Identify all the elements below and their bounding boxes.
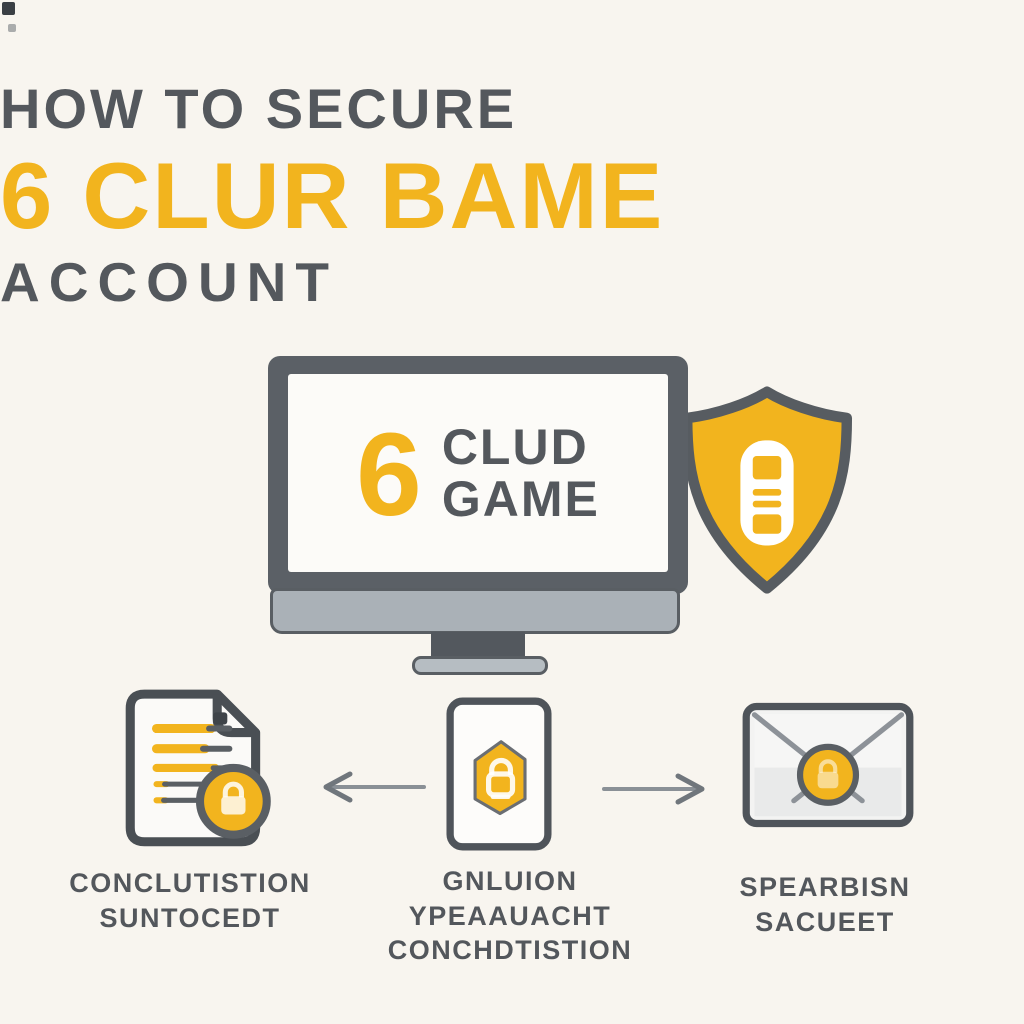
envelope-seal-lock-icon xyxy=(740,698,916,832)
screen-logo-name: CLUD GAME xyxy=(442,421,600,525)
corner-artifact xyxy=(2,2,15,15)
caption-line: SUNTOCEDT xyxy=(99,902,281,933)
screen-logo-name-line1: CLUD xyxy=(441,419,589,475)
monitor-stand-neck xyxy=(431,632,525,660)
caption-line: GNLUION xyxy=(442,866,578,896)
shield-lock-icon xyxy=(672,384,862,598)
step-caption-envelope: SPEARBISN SACUEET xyxy=(690,870,960,939)
monitor-stand-base xyxy=(412,656,548,675)
screen-logo-number: 6 xyxy=(356,409,422,541)
caption-line: SPEARBISN xyxy=(739,872,911,902)
phone-shield-lock-icon xyxy=(438,696,560,852)
caption-line: CONCLUTISTION xyxy=(69,868,311,898)
arrow-left-icon xyxy=(312,768,434,806)
monitor-chin xyxy=(270,588,680,634)
monitor-icon: 6 CLUD GAME xyxy=(268,356,688,678)
title-line-1: HOW TO SECURE xyxy=(0,77,518,140)
monitor-screen: 6 CLUD GAME xyxy=(288,374,668,572)
step-caption-phone: GNLUION YPEAAUACHT CONCHDTISTION xyxy=(350,864,670,968)
caption-line: YPEAAUACHT xyxy=(408,900,612,931)
caption-line: SACUEET xyxy=(755,906,895,937)
screen-logo-name-line2: GAME xyxy=(441,471,600,527)
title-line-3: ACCOUNT xyxy=(0,251,338,313)
corner-artifact xyxy=(8,24,16,32)
title-line-2: 6 CLUR BAME xyxy=(0,143,665,248)
document-lock-icon xyxy=(108,682,290,864)
caption-line: CONCHDTISTION xyxy=(387,935,633,966)
step-caption-document: CONCLUTISTION SUNTOCEDT xyxy=(50,866,330,935)
arrow-right-icon xyxy=(594,770,716,808)
